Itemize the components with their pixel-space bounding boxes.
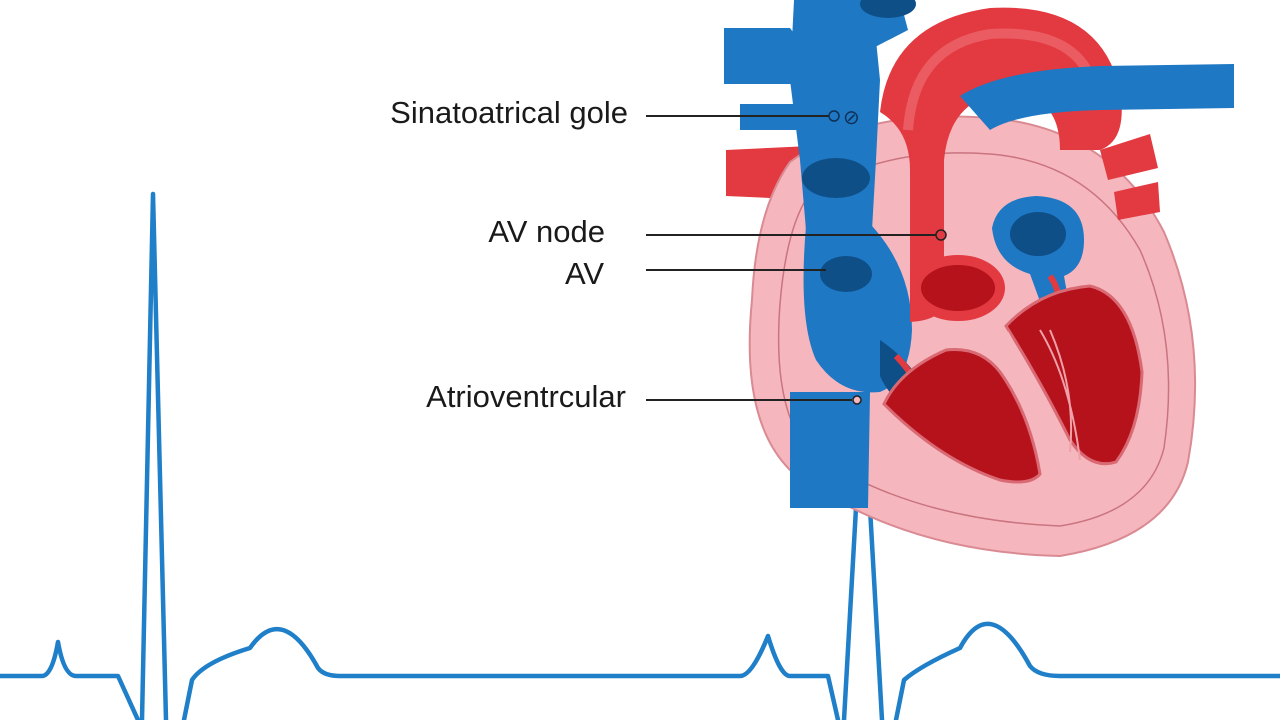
label-av-node: AV node: [488, 214, 605, 249]
sa-node-glyph: ⊘: [843, 107, 860, 129]
coronary-sinus-opening: [820, 256, 872, 292]
svc-opening: [802, 158, 870, 198]
inferior-vena-cava: [790, 392, 870, 508]
septum: [999, 331, 1065, 472]
marker-sa-node: [828, 110, 840, 122]
right-ventricle: [882, 347, 1042, 484]
pulmonary-artery: [960, 64, 1234, 130]
heart-inner-wall: [777, 152, 1170, 527]
ecg-trace: [0, 191, 1280, 720]
left-upper-vein: [724, 28, 806, 84]
label-sa-node: Sinatoatrical gole: [390, 95, 628, 130]
aorta-highlight: [903, 28, 1101, 131]
right-pulmonary-vein-2: [1114, 182, 1160, 220]
upper-tube-mouth: [860, 0, 916, 18]
marker-av-node: [935, 229, 947, 241]
chordae: [1039, 329, 1081, 461]
label-atrioventricular: Atrioventrcular: [426, 379, 626, 414]
left-atrium-opening: [1010, 212, 1066, 256]
label-av: AV: [564, 256, 604, 291]
aortic-root: [911, 255, 1005, 321]
marker-atrioventricular: [852, 395, 862, 405]
right-pulmonary-vein-1: [1100, 134, 1158, 180]
